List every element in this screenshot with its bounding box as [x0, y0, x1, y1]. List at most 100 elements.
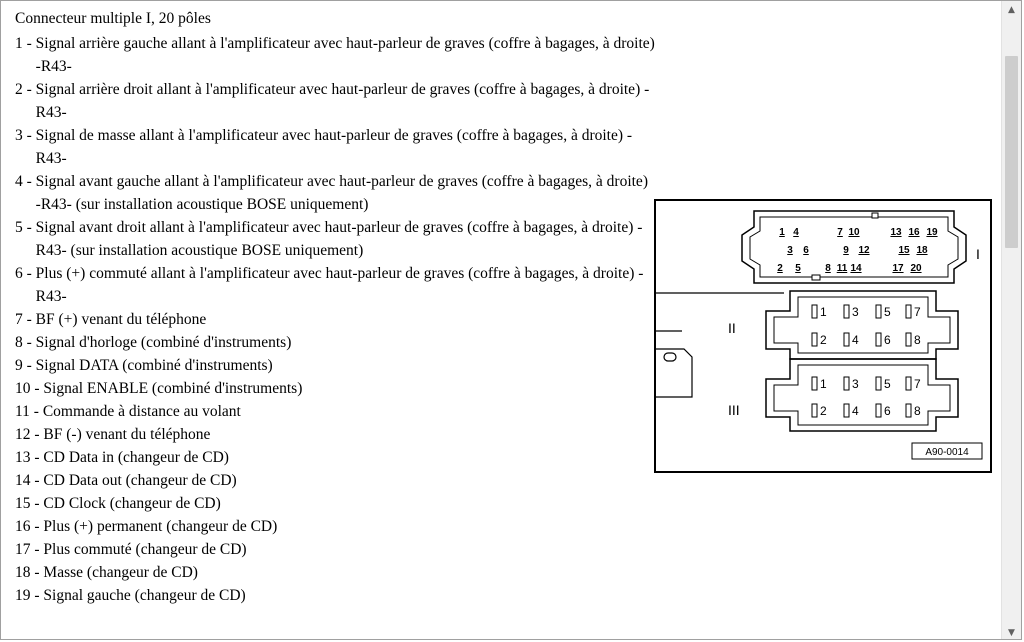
key-notch-top — [871, 212, 879, 219]
vertical-scrollbar[interactable]: ▲ ▼ — [1001, 1, 1021, 639]
pin-socket — [811, 376, 818, 391]
pin-number: 8 - — [15, 334, 36, 351]
scroll-down-icon[interactable]: ▼ — [1008, 627, 1015, 638]
pin-description: Signal arrière droit allant à l'amplific… — [35, 81, 650, 121]
pin-label: 5 — [795, 263, 801, 274]
pin-label: 2 — [820, 333, 827, 347]
pin-label: 6 — [884, 404, 891, 418]
pin-label: 8 — [825, 263, 831, 274]
pin-description: Signal avant droit allant à l'amplificat… — [35, 219, 643, 259]
pin-description: CD Data out (changeur de CD) — [43, 472, 237, 489]
pin-socket — [811, 332, 818, 347]
pin-label: 1 — [820, 377, 827, 391]
pin-socket — [905, 332, 912, 347]
pin-socket — [811, 403, 818, 418]
pin-number: 10 - — [15, 380, 44, 397]
pin-item: 4 - Signal avant gauche allant à l'ampli… — [15, 170, 655, 216]
pin-description: Plus commuté (changeur de CD) — [43, 541, 247, 558]
pin-description: Commande à distance au volant — [42, 403, 241, 420]
pin-item: 5 - Signal avant droit allant à l'amplif… — [15, 216, 655, 262]
pin-item: 3 - Signal de masse allant à l'amplifica… — [15, 124, 655, 170]
pin-item: 11 - Commande à distance au volant — [15, 400, 655, 423]
pin-item: 14 - CD Data out (changeur de CD) — [15, 469, 655, 492]
pin-item: 6 - Plus (+) commuté allant à l'amplific… — [15, 262, 655, 308]
pin-number: 19 - — [15, 587, 44, 604]
pin-socket — [875, 403, 882, 418]
diagram-frame — [654, 199, 992, 473]
pin-description: CD Data in (changeur de CD) — [43, 449, 229, 466]
document-content: Connecteur multiple I, 20 pôles 1 - Sign… — [15, 7, 655, 607]
pin-number: 5 - — [15, 219, 36, 236]
pin-number: 7 - — [15, 311, 36, 328]
pin-number: 3 - — [15, 127, 36, 144]
key-notch-bottom — [811, 274, 821, 281]
connector-i-outline — [741, 210, 967, 284]
pin-label: 8 — [914, 404, 921, 418]
pin-number: 18 - — [15, 564, 44, 581]
reference-code: A90-0014 — [925, 447, 969, 458]
reference-box — [911, 442, 983, 460]
pin-item: 13 - CD Data in (changeur de CD) — [15, 446, 655, 469]
pin-description: Plus (+) commuté allant à l'amplificateu… — [35, 265, 644, 305]
pin-item: 19 - Signal gauche (changeur de CD) — [15, 584, 655, 607]
pin-label: 13 — [890, 227, 902, 238]
pin-label: 19 — [926, 227, 938, 238]
pin-item: 7 - BF (+) venant du téléphone — [15, 308, 655, 331]
pin-label: 2 — [820, 404, 827, 418]
scrollbar-thumb[interactable] — [1005, 56, 1018, 248]
pin-item: 10 - Signal ENABLE (combiné d'instrument… — [15, 377, 655, 400]
pin-number: 13 - — [15, 449, 44, 466]
pin-item: 12 - BF (-) venant du téléphone — [15, 423, 655, 446]
pin-item: 2 - Signal arrière droit allant à l'ampl… — [15, 78, 655, 124]
pin-label: 17 — [892, 263, 904, 274]
pin-socket — [905, 376, 912, 391]
pin-socket — [843, 376, 850, 391]
pin-label: 4 — [852, 404, 859, 418]
connector-ii-label: II — [728, 320, 736, 336]
pin-description: Masse (changeur de CD) — [43, 564, 198, 581]
pin-number: 2 - — [15, 81, 36, 98]
pin-label: 10 — [848, 227, 860, 238]
scroll-up-icon[interactable]: ▲ — [1008, 4, 1015, 15]
pin-item: 9 - Signal DATA (combiné d'instruments) — [15, 354, 655, 377]
page-title: Connecteur multiple I, 20 pôles — [15, 10, 211, 27]
pin-number: 1 - — [15, 35, 36, 52]
pin-item: 1 - Signal arrière gauche allant à l'amp… — [15, 32, 655, 78]
pin-list: 1 - Signal arrière gauche allant à l'amp… — [15, 32, 655, 607]
pin-socket — [843, 332, 850, 347]
pin-label: 9 — [843, 245, 849, 256]
pin-item: 8 - Signal d'horloge (combiné d'instrume… — [15, 331, 655, 354]
pin-label: 7 — [914, 377, 921, 391]
pin-label: 16 — [908, 227, 920, 238]
pin-item: 16 - Plus (+) permanent (changeur de CD) — [15, 515, 655, 538]
pin-label: 2 — [777, 263, 783, 274]
pin-socket — [905, 304, 912, 319]
pin-label: 7 — [914, 305, 921, 319]
pin-label: 11 — [837, 263, 848, 274]
pin-socket — [875, 332, 882, 347]
pin-socket — [843, 403, 850, 418]
pin-label: 1 — [779, 227, 785, 238]
pin-number: 12 - — [15, 426, 44, 443]
pin-socket — [905, 403, 912, 418]
pin-description: Signal ENABLE (combiné d'instruments) — [43, 380, 303, 397]
pin-label: 12 — [858, 245, 870, 256]
pin-label: 7 — [837, 227, 843, 238]
pin-number: 17 - — [15, 541, 44, 558]
pin-description: Signal avant gauche allant à l'amplifica… — [35, 173, 648, 213]
pin-label: 20 — [910, 263, 922, 274]
pin-number: 14 - — [15, 472, 44, 489]
pin-socket — [875, 304, 882, 319]
pin-number: 4 - — [15, 173, 36, 190]
pin-label: 1 — [820, 305, 827, 319]
pin-socket — [843, 304, 850, 319]
pin-number: 11 - — [15, 403, 43, 420]
pin-item: 18 - Masse (changeur de CD) — [15, 561, 655, 584]
pin-description: Signal gauche (changeur de CD) — [43, 587, 246, 604]
pin-label: 14 — [850, 263, 862, 274]
pin-label: 18 — [916, 245, 928, 256]
